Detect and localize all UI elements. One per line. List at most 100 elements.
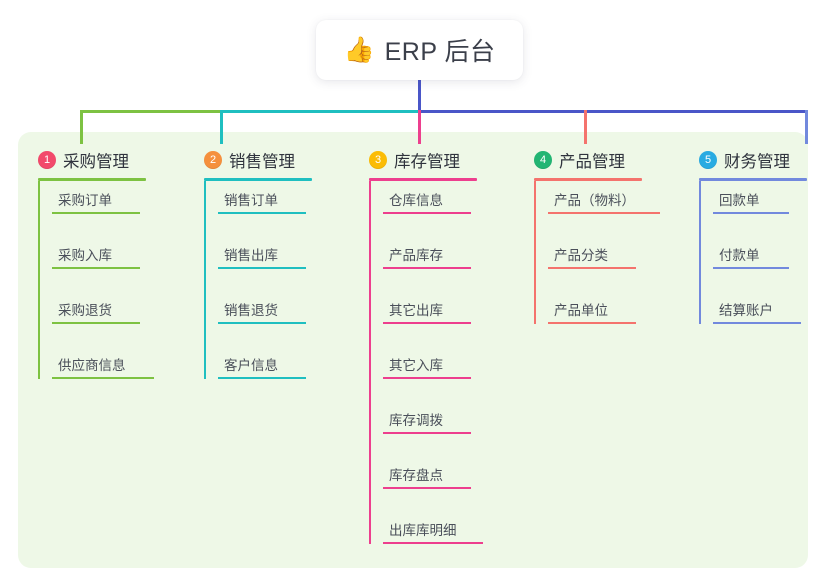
column-items-3: 仓库信息产品库存其它出库其它入库库存调拨库存盘点出库库明细 (369, 181, 497, 566)
column-title-4: 产品管理 (559, 153, 625, 171)
menu-item-underline (383, 212, 471, 214)
menu-item-underline (218, 267, 306, 269)
drop-product (584, 110, 587, 144)
menu-item[interactable]: 产品（物料） (534, 181, 662, 236)
bus-indigo (418, 110, 807, 113)
column-underline-5 (699, 178, 807, 181)
bus-teal (220, 110, 418, 113)
menu-item-label: 产品分类 (554, 248, 608, 263)
item-spine (699, 236, 701, 291)
menu-item[interactable]: 销售出库 (204, 236, 332, 291)
menu-item-underline (52, 322, 140, 324)
column-header-3[interactable]: 3 库存管理 (369, 148, 497, 172)
menu-item-label: 产品（物料） (554, 193, 635, 208)
menu-item-underline (218, 322, 306, 324)
menu-item[interactable]: 产品单位 (534, 291, 662, 346)
item-spine (369, 181, 371, 236)
item-spine (204, 291, 206, 346)
menu-item-underline (713, 322, 801, 324)
menu-item[interactable]: 采购退货 (38, 291, 166, 346)
menu-item[interactable]: 库存盘点 (369, 456, 497, 511)
menu-item-label: 出库库明细 (389, 523, 457, 538)
column-underline-2 (204, 178, 312, 181)
menu-item[interactable]: 出库库明细 (369, 511, 497, 566)
menu-item-label: 产品单位 (554, 303, 608, 318)
item-spine (369, 401, 371, 456)
menu-item-label: 付款单 (719, 248, 760, 263)
menu-item-underline (548, 322, 636, 324)
menu-item-label: 采购退货 (58, 303, 112, 318)
menu-item[interactable]: 采购订单 (38, 181, 166, 236)
menu-item-underline (713, 267, 789, 269)
item-spine (534, 236, 536, 291)
menu-item-underline (218, 377, 306, 379)
root-node-content: 👍 ERP 后台 (343, 32, 495, 68)
column-badge-5: 5 (699, 151, 717, 169)
item-spine (369, 236, 371, 291)
menu-item[interactable]: 销售订单 (204, 181, 332, 236)
column-underline-3 (369, 178, 477, 181)
menu-item-label: 采购入库 (58, 248, 112, 263)
menu-item-label: 库存盘点 (389, 468, 443, 483)
root-stem (418, 80, 421, 113)
menu-item-label: 产品库存 (389, 248, 443, 263)
drop-finance (805, 110, 808, 144)
column-title-3: 库存管理 (394, 153, 460, 171)
menu-item-label: 库存调拨 (389, 413, 443, 428)
drop-inventory (418, 110, 421, 144)
drop-purchase (80, 110, 83, 144)
menu-item[interactable]: 结算账户 (699, 291, 827, 346)
menu-item[interactable]: 库存调拨 (369, 401, 497, 456)
column-title-5: 财务管理 (724, 153, 790, 171)
item-spine (369, 346, 371, 401)
column-header-5[interactable]: 5 财务管理 (699, 148, 827, 172)
menu-item-underline (383, 542, 483, 544)
item-spine (38, 181, 40, 236)
column-underline-4 (534, 178, 642, 181)
menu-item[interactable]: 仓库信息 (369, 181, 497, 236)
menu-item[interactable]: 销售退货 (204, 291, 332, 346)
item-spine (369, 456, 371, 511)
column-badge-3: 3 (369, 151, 387, 169)
column-items-2: 销售订单销售出库销售退货客户信息 (204, 181, 332, 401)
item-spine (204, 181, 206, 236)
column-items-1: 采购订单采购入库采购退货供应商信息 (38, 181, 166, 401)
menu-item-underline (218, 212, 306, 214)
menu-item-underline (548, 212, 660, 214)
thumbs-up-icon: 👍 (343, 35, 375, 64)
menu-item[interactable]: 供应商信息 (38, 346, 166, 401)
item-spine (38, 291, 40, 346)
column-3: 3 库存管理仓库信息产品库存其它出库其它入库库存调拨库存盘点出库库明细 (369, 148, 497, 566)
content-panel (18, 132, 808, 568)
menu-item[interactable]: 其它入库 (369, 346, 497, 401)
item-spine (534, 291, 536, 324)
menu-item[interactable]: 产品分类 (534, 236, 662, 291)
menu-item-label: 仓库信息 (389, 193, 443, 208)
menu-item[interactable]: 付款单 (699, 236, 827, 291)
column-title-1: 采购管理 (63, 153, 129, 171)
menu-item[interactable]: 回款单 (699, 181, 827, 236)
menu-item-underline (52, 267, 140, 269)
item-spine (369, 511, 371, 544)
menu-item-underline (383, 487, 471, 489)
menu-item-underline (52, 212, 140, 214)
menu-item[interactable]: 采购入库 (38, 236, 166, 291)
menu-item-label: 其它出库 (389, 303, 443, 318)
menu-item-label: 销售退货 (224, 303, 278, 318)
menu-item[interactable]: 其它出库 (369, 291, 497, 346)
menu-item[interactable]: 产品库存 (369, 236, 497, 291)
item-spine (369, 291, 371, 346)
item-spine (38, 236, 40, 291)
menu-item-label: 销售出库 (224, 248, 278, 263)
bus-green (80, 110, 220, 113)
item-spine (534, 181, 536, 236)
menu-item[interactable]: 客户信息 (204, 346, 332, 401)
root-node-card[interactable]: 👍 ERP 后台 (316, 20, 523, 80)
item-spine (38, 346, 40, 379)
menu-item-underline (713, 212, 789, 214)
